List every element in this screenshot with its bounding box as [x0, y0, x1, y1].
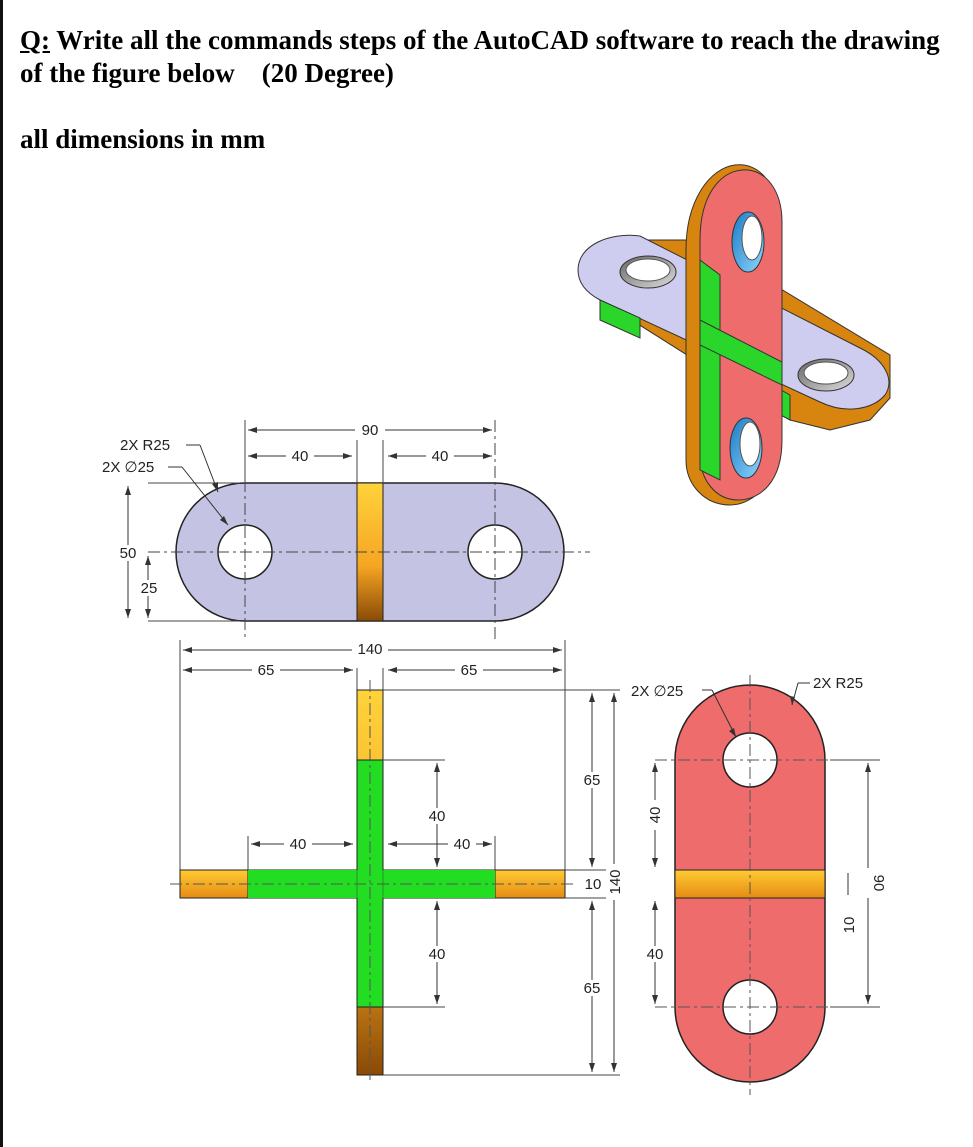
front-dim-40-left: 40 — [290, 836, 307, 853]
front-dim-65-lower: 65 — [584, 980, 601, 997]
side-dim-40-lower: 40 — [647, 946, 664, 963]
side-callout-hole: 2X ∅25 — [631, 683, 683, 700]
top-dim-40-right: 40 — [432, 448, 449, 465]
question-label: Q: — [20, 25, 50, 55]
top-dim-90: 90 — [362, 422, 379, 439]
front-dim-40-right: 40 — [454, 836, 471, 853]
side-callout-radius: 2X R25 — [813, 675, 863, 692]
question-marks: (20 Degree) — [261, 58, 394, 88]
side-dim-10: 10 — [841, 917, 858, 934]
isometric-view — [577, 164, 891, 506]
front-dim-10: 10 — [585, 876, 602, 893]
left-border — [0, 0, 3, 1147]
top-view: 90 40 40 2X R25 2X ∅25 50 25 — [102, 420, 590, 640]
side-dim-40-upper: 40 — [647, 807, 664, 824]
top-dim-25: 25 — [141, 580, 158, 597]
front-dim-65-right: 65 — [461, 662, 478, 679]
iso-vertical-plate — [685, 164, 783, 506]
front-dim-40-lower: 40 — [429, 946, 446, 963]
side-view: 2X ∅25 2X R25 40 40 90 10 — [631, 675, 887, 1095]
top-dim-50: 50 — [120, 545, 137, 562]
units-note: all dimensions in mm — [20, 124, 266, 154]
front-dim-140: 140 — [357, 641, 382, 658]
top-callout-radius: 2X R25 — [120, 437, 170, 454]
front-dim-65-upper: 65 — [584, 772, 601, 789]
top-dim-40-left: 40 — [292, 448, 309, 465]
question-body: Write all the commands steps of the Auto… — [20, 25, 940, 88]
front-dim-140-vertical: 140 — [607, 869, 624, 894]
side-dim-90: 90 — [870, 875, 887, 892]
front-view: 140 65 65 40 40 40 40 65 — [170, 640, 624, 1080]
top-callout-hole: 2X ∅25 — [102, 459, 154, 476]
question-text: Q: Write all the commands steps of the A… — [20, 24, 950, 90]
front-dim-65-left: 65 — [258, 662, 275, 679]
front-dim-40-upper: 40 — [429, 808, 446, 825]
